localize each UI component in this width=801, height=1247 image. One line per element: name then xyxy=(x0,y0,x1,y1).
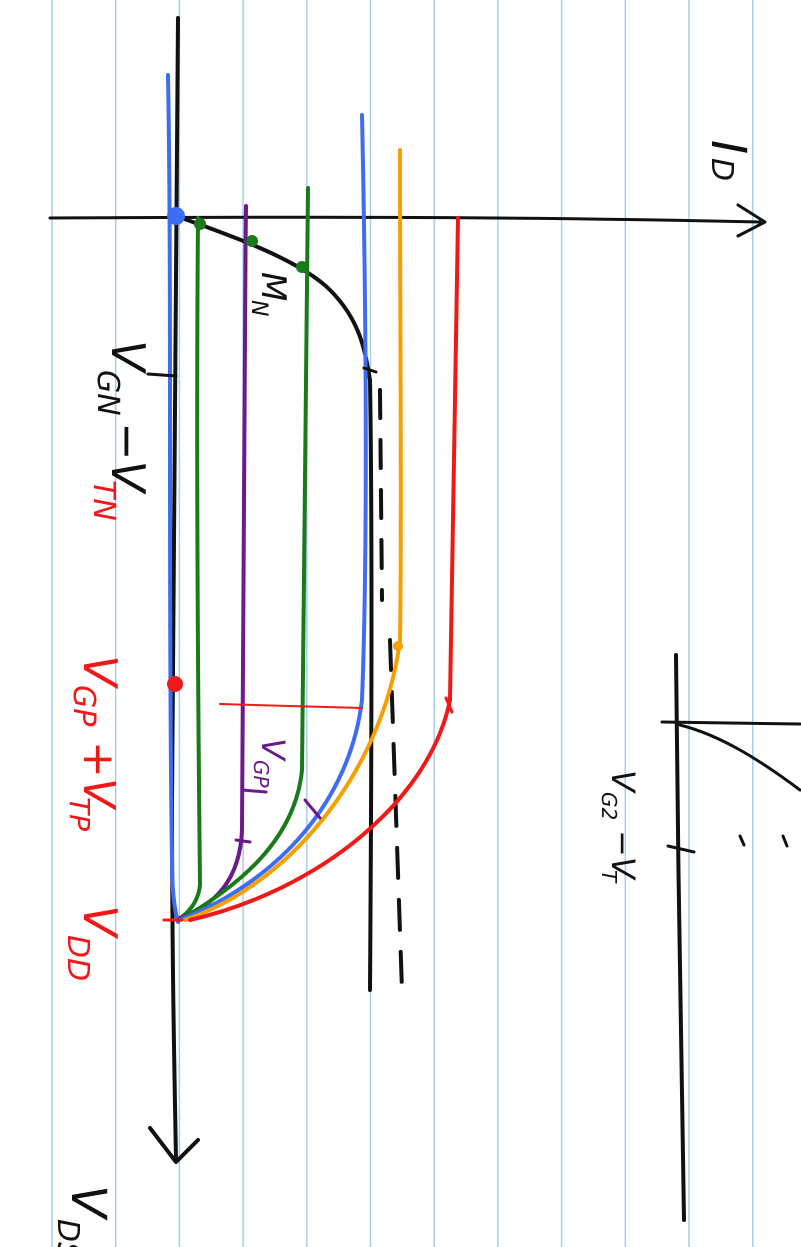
axes xyxy=(48,16,767,1164)
mn-subscript: N xyxy=(246,300,271,316)
pmos-curves xyxy=(166,73,460,924)
vgn-vtn-tick xyxy=(146,372,178,378)
label-vgn-minus-vtn: V GN −V TN xyxy=(86,340,155,521)
vtn-subscript: TN xyxy=(86,480,121,521)
notebook-rules xyxy=(51,0,754,1247)
label-vdd: V DD xyxy=(60,905,127,981)
label-id: I D xyxy=(700,140,756,181)
minus-vt-text: −V xyxy=(101,422,155,496)
dot-green-2 xyxy=(296,261,308,273)
pmos-curve-orange xyxy=(183,148,403,922)
tick-marks xyxy=(146,366,454,922)
dot-orange-knee xyxy=(393,641,403,651)
pmos-curve-purple xyxy=(178,204,248,920)
purple-tick-2 xyxy=(240,788,268,794)
intersection-points xyxy=(167,207,403,692)
label-vgp-purple: V GP xyxy=(249,738,292,788)
purple-tick-1 xyxy=(234,838,252,844)
vgp-vtp-guide xyxy=(219,703,363,709)
inset-dash-1 xyxy=(738,834,746,847)
label-mn: M N xyxy=(246,272,293,316)
dot-green-1 xyxy=(194,218,206,230)
dot-vgp-vtp-marker xyxy=(167,676,183,692)
vgp-letter: V xyxy=(73,655,127,690)
pmos-curve-blue-high xyxy=(178,113,368,922)
black-tick-knee xyxy=(362,366,378,374)
id-letter: I xyxy=(700,140,756,154)
id-axis xyxy=(48,215,762,224)
vgn-letter: V xyxy=(101,340,155,375)
inset-vg-letter: V xyxy=(604,770,642,794)
vds-arrowhead xyxy=(148,1126,200,1164)
vgp-subscript: GP xyxy=(66,685,101,727)
vds-subscript: DS xyxy=(50,1219,85,1247)
inset-curve xyxy=(678,723,801,792)
vdd-subscript: DD xyxy=(60,935,95,981)
purple-tick-3 xyxy=(303,798,322,820)
inset-vg-subscript: G2 xyxy=(597,792,621,820)
label-vgp-plus-vtp: V GP +V TP xyxy=(63,655,127,831)
mn-letter: M xyxy=(253,272,293,301)
inset-horizontal-axis xyxy=(660,720,801,726)
inset-vertical-axis xyxy=(674,653,686,1222)
vgn-subscript: GN xyxy=(90,370,125,416)
id-subscript: D xyxy=(704,158,739,181)
id-arrowhead xyxy=(736,203,767,238)
vds-letter: V xyxy=(60,1185,116,1221)
inset-sketch xyxy=(660,653,801,1222)
vgp-purple-letter: V xyxy=(254,738,292,762)
red-knee-tick xyxy=(444,696,454,714)
pmos-curve-red xyxy=(188,216,460,922)
inset-vt-subscript: T xyxy=(597,870,621,884)
vdd-letter: V xyxy=(73,905,127,940)
vtp-text: +V xyxy=(73,741,124,811)
vds-axis xyxy=(170,16,180,1162)
pmos-curve-green-1 xyxy=(176,216,202,922)
label-inset-vg-minus-vt: V G2 −V T xyxy=(597,770,642,884)
inset-dash-2 xyxy=(781,834,789,848)
labels: V GN −V TN V GP +V TP V DD M N xyxy=(50,140,756,1247)
label-vds: V DS xyxy=(50,1185,116,1247)
vtp-subscript: TP xyxy=(63,797,96,831)
dot-purple-green xyxy=(246,235,258,247)
dot-blue-origin xyxy=(167,207,185,225)
inset-minus-vt: −V xyxy=(604,830,642,881)
vgp-purple-subscript: GP xyxy=(249,760,273,788)
nmos-curve xyxy=(174,214,404,992)
inset-tick xyxy=(666,844,696,854)
